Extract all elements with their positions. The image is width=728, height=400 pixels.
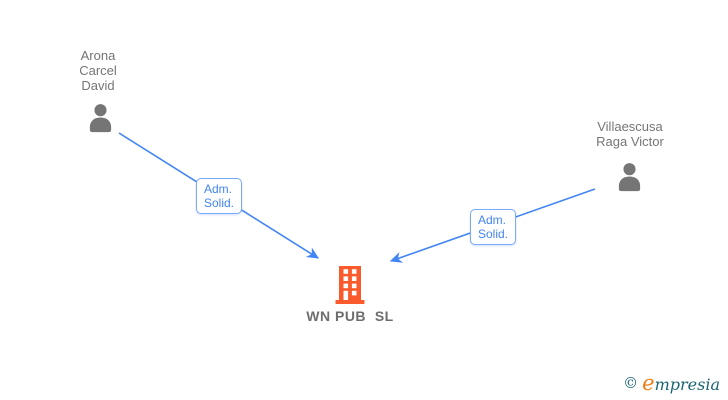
- building-icon: [335, 266, 365, 304]
- edge-label-line: Adm.: [478, 213, 507, 227]
- empresia-logo-text: mpresia: [654, 375, 720, 394]
- edge-label-line: Adm.: [204, 182, 233, 196]
- person-icon: [618, 163, 641, 192]
- edge-label-adm-solid[interactable]: Adm. Solid.: [196, 178, 243, 214]
- person2-name-line: Villaescusa: [597, 119, 663, 134]
- edge-label-adm-solid[interactable]: Adm. Solid.: [470, 209, 517, 245]
- person1-name-line: Carcel: [79, 63, 117, 78]
- person1-name-line: Arona: [80, 48, 116, 63]
- person2-name-line: Raga Victor: [596, 134, 664, 149]
- person1-name-line: David: [81, 78, 115, 93]
- company-name-label: WN PUB SL: [306, 308, 394, 324]
- person2-name-label: Villaescusa Raga Victor: [580, 119, 680, 149]
- copyright-symbol: ©: [623, 374, 639, 392]
- person2-node[interactable]: [617, 162, 642, 192]
- company-node[interactable]: [334, 266, 366, 304]
- empresia-logo-e: e: [642, 371, 655, 395]
- person1-name-label: Arona Carcel David: [58, 48, 138, 93]
- person1-node[interactable]: [88, 103, 113, 133]
- edge-label-line: Solid.: [478, 227, 509, 241]
- person-icon: [89, 104, 112, 133]
- empresia-logo: ©empresia: [623, 371, 720, 395]
- edge-label-line: Solid.: [204, 196, 235, 210]
